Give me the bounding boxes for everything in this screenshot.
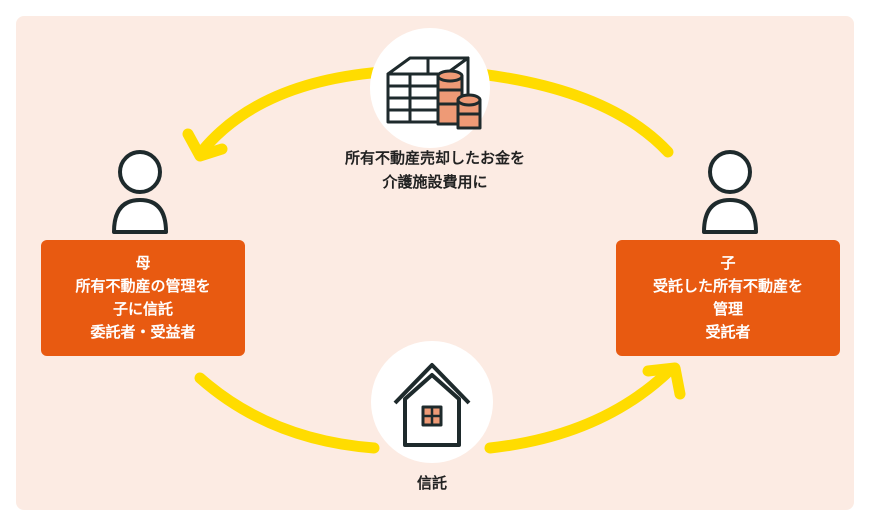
money-circle xyxy=(370,28,490,148)
child-line-3: 管理 xyxy=(712,300,743,318)
top-arc-left xyxy=(197,66,388,156)
house-circle xyxy=(371,341,493,463)
caption-line-1: 所有不動産売却したお金を xyxy=(344,149,525,167)
top-arrowhead xyxy=(182,128,228,162)
child-line-2: 受託した所有不動産を xyxy=(652,277,803,295)
mother-box: 母 所有不動産の管理を 子に信託 委託者・受益者 xyxy=(41,240,245,356)
child-box: 子 受託した所有不動産を 管理 受託者 xyxy=(616,240,840,356)
house-icon xyxy=(393,363,471,447)
child-title: 子 xyxy=(720,254,736,272)
bottom-arc-right xyxy=(484,366,674,454)
mother-title: 母 xyxy=(135,254,151,272)
person-icon xyxy=(112,150,168,234)
money-stack-coins-icon xyxy=(386,56,482,130)
mother-role: 委託者・受益者 xyxy=(90,323,196,341)
mother-line-2: 所有不動産の管理を xyxy=(75,277,211,295)
bottom-arrowhead xyxy=(642,362,686,400)
child-role: 受託者 xyxy=(705,323,751,341)
top-arc-right xyxy=(474,68,674,158)
money-caption: 所有不動産売却したお金を 介護施設費用に xyxy=(260,146,610,194)
mother-line-3: 子に信託 xyxy=(112,300,173,318)
trust-label: 信託 xyxy=(416,474,447,492)
caption-line-2: 介護施設費用に xyxy=(382,173,488,191)
person-icon xyxy=(702,150,758,234)
bottom-arc-left xyxy=(194,372,380,454)
